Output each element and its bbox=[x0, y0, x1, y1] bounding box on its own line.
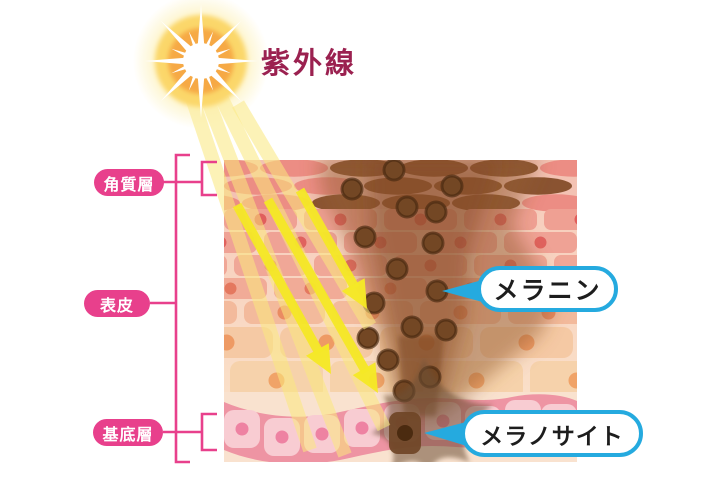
melanin-dot bbox=[440, 174, 464, 198]
melanocyte-pointer bbox=[424, 421, 470, 447]
uv-arrow bbox=[232, 202, 331, 374]
melanin-dot bbox=[395, 195, 419, 219]
melanin-dot bbox=[400, 315, 424, 339]
melanin-dot bbox=[376, 348, 400, 372]
label-epidermis: 表皮 bbox=[84, 290, 150, 317]
label-melanin: メラニン bbox=[477, 266, 618, 312]
melanin-dot bbox=[424, 200, 448, 224]
uv-arrow bbox=[263, 197, 378, 393]
melanin-dot bbox=[385, 257, 409, 281]
label-basal-layer: 基底層 bbox=[93, 419, 163, 446]
melanin-dot bbox=[353, 225, 377, 249]
melanin-dot bbox=[382, 160, 406, 182]
layer-bracket-lines bbox=[150, 153, 217, 464]
melanin-pointer bbox=[442, 279, 486, 303]
label-melanocyte: メラノサイト bbox=[461, 410, 643, 457]
uv-ray bbox=[181, 83, 317, 453]
melanin-dot bbox=[434, 318, 458, 342]
uv-rays-label: 紫外線 bbox=[261, 48, 358, 80]
label-stratum-corneum: 角質層 bbox=[94, 169, 164, 196]
melanin-dot bbox=[340, 177, 364, 201]
sun-icon bbox=[133, 0, 269, 129]
uv-arrow bbox=[295, 187, 367, 309]
melanin-dot bbox=[421, 231, 445, 255]
skin-cross-section bbox=[224, 160, 577, 462]
melanin-dot bbox=[356, 326, 380, 350]
